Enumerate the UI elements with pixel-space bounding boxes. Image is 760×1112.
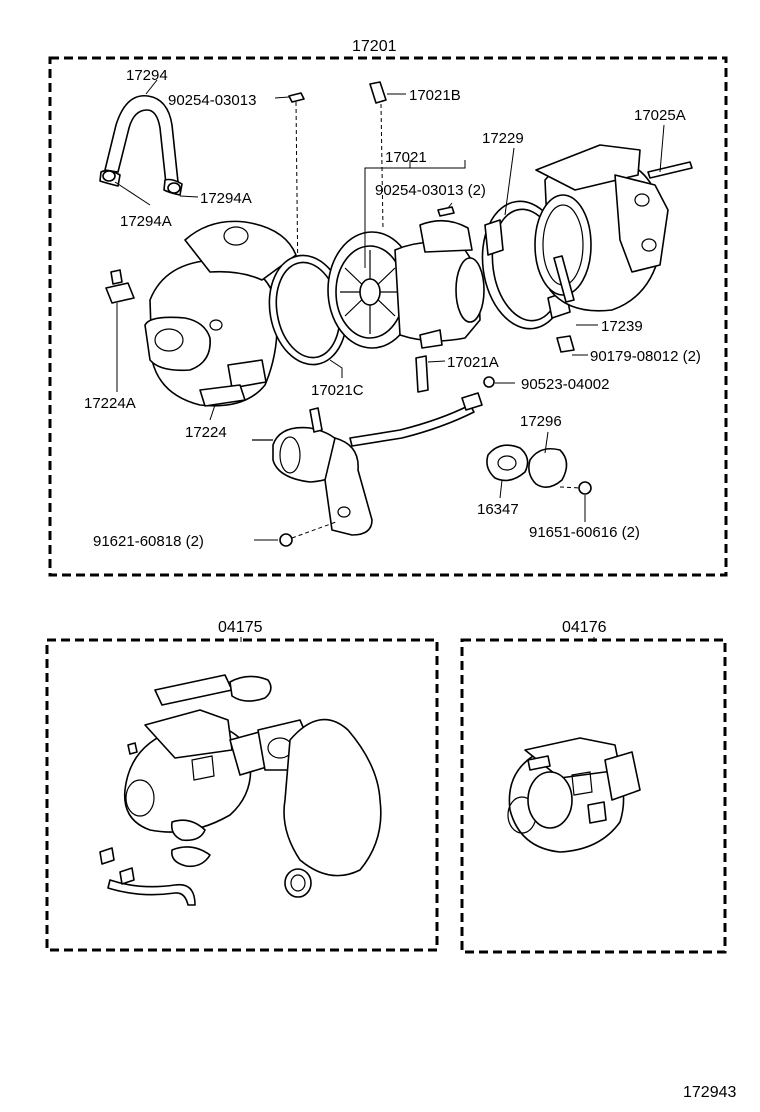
ring-drawing — [268, 254, 348, 366]
kit-a-label: 04175 — [218, 619, 263, 636]
callout-ring: 17021C — [311, 382, 364, 399]
kit-a-drawing — [99, 674, 382, 906]
cartridge-drawing — [327, 219, 485, 349]
nut-right-drawing — [578, 481, 592, 495]
callout-clip-right: 17294A — [200, 190, 252, 207]
turbine-housing-drawing — [144, 220, 297, 407]
stud-drawing — [647, 161, 693, 179]
actuator-drawing — [252, 392, 483, 536]
callout-pin-top: 90254-03013 — [168, 92, 256, 109]
kit-b-drawing — [507, 737, 641, 853]
callout-clip-left: 17294A — [120, 213, 172, 230]
assembly-label: 17201 — [352, 38, 397, 55]
kit-b-label: 04176 — [562, 619, 607, 636]
callout-bolt-mid: 17021A — [447, 354, 499, 371]
callout-nut-left: 91621-60818 (2) — [93, 533, 204, 550]
nut-left-drawing — [279, 533, 293, 547]
callout-plate: 17296 — [520, 413, 562, 430]
callout-clamp-bolt: 17239 — [601, 318, 643, 335]
hose-clip-right-drawing — [167, 182, 181, 194]
callout-turbine-housing: 17224 — [185, 424, 227, 441]
pin-top-drawing — [288, 92, 305, 103]
callout-stud: 17025A — [634, 107, 686, 124]
compressor-housing-drawing — [534, 144, 669, 312]
callout-gasket: 16347 — [477, 501, 519, 518]
union-drawing — [105, 269, 135, 304]
callout-union: 17224A — [84, 395, 136, 412]
bolt-top-drawing — [369, 81, 387, 104]
nut-small-drawing — [483, 376, 495, 388]
gasket-drawing — [486, 444, 529, 482]
clamp-bolt-drawing — [553, 255, 575, 303]
callout-pin-mid: 90254-03013 (2) — [375, 182, 486, 199]
clamp-nut-drawing — [556, 335, 575, 353]
plate-drawing — [528, 447, 568, 488]
callout-nut-small: 90523-04002 — [521, 376, 609, 393]
callout-hose: 17294 — [126, 67, 168, 84]
callout-cartridge: 17021 — [385, 149, 427, 166]
pin-mid-drawing — [437, 206, 455, 217]
callout-clamp: 17229 — [482, 130, 524, 147]
callout-clamp-nut: 90179-08012 (2) — [590, 348, 701, 365]
diagram-id: 172943 — [683, 1084, 736, 1101]
callout-nut-right: 91651-60616 (2) — [529, 524, 640, 541]
assembly-frame — [48, 56, 728, 577]
callout-bolt-top: 17021B — [409, 87, 461, 104]
bolt-mid-drawing — [415, 355, 429, 393]
callout-leaders — [114, 79, 665, 541]
hose-clip-left-drawing — [102, 170, 116, 182]
